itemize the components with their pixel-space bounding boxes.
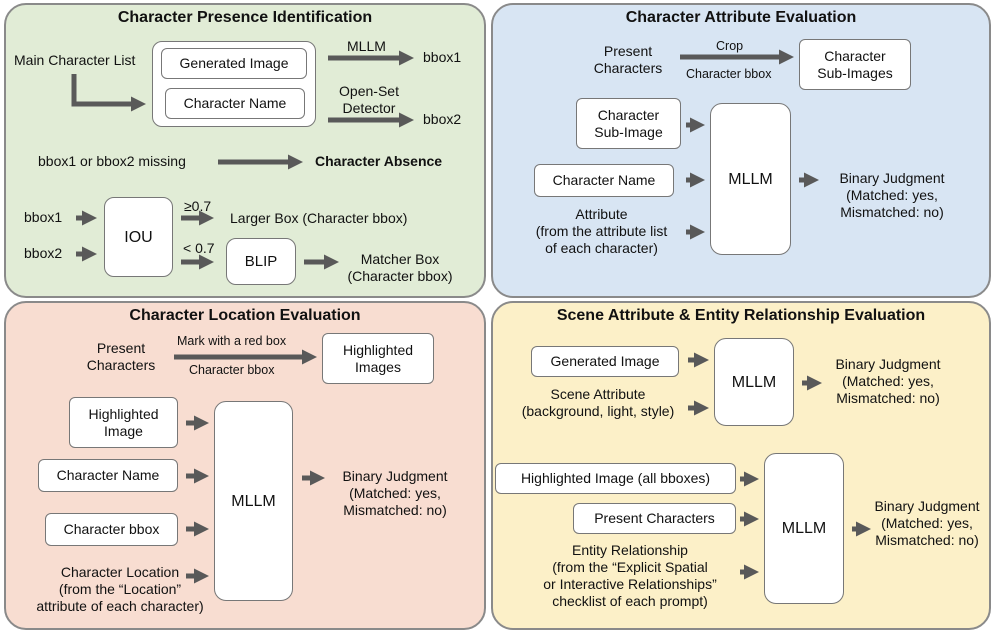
character-bbox-label: Character bbox (686, 67, 772, 81)
panel-title: Character Location Evaluation (129, 307, 361, 324)
matcher-box-label: Matcher Box(Character bbox) (347, 251, 453, 284)
panel-title: Character Attribute Evaluation (625, 9, 857, 26)
bbox2-input: bbox2 (24, 245, 63, 261)
character-name-box: Character Name (165, 88, 305, 119)
missing-label: bbox1 or bbox2 missing (38, 153, 186, 169)
threshold-lt-label: < 0.7 (183, 240, 215, 256)
scene-attribute-label: Scene Attribute(background, light, style… (521, 386, 675, 419)
generated-image-box: Generated Image (531, 346, 679, 377)
panel-title: Character Presence Identification (117, 9, 373, 26)
character-absence-label: Character Absence (315, 153, 443, 169)
threshold-ge-label: ≥0.7 (184, 198, 212, 214)
mllm-box-scene: MLLM (714, 338, 794, 426)
main-character-list-label: Main Character List (14, 52, 136, 68)
highlighted-image-all-box: Highlighted Image (all bboxes) (495, 463, 736, 494)
mllm-box-relationship: MLLM (764, 453, 844, 604)
blip-box: BLIP (226, 238, 296, 285)
bbox1-output: bbox1 (423, 49, 462, 65)
binary-judgment-label: Binary Judgment(Matched: yes,Mismatched:… (342, 468, 448, 518)
mllm-box: MLLM (710, 103, 791, 255)
larger-box-label: Larger Box (Character bbox) (230, 210, 408, 226)
bbox2-output: bbox2 (423, 111, 462, 127)
crop-label: Crop (716, 39, 744, 53)
generated-image-box: Generated Image (161, 48, 307, 79)
binary-judgment-scene: Binary Judgment(Matched: yes,Mismatched:… (835, 356, 941, 406)
character-location-label: Character Location(from the “Location”at… (36, 564, 204, 614)
mllm-label: MLLM (347, 38, 386, 54)
present-characters-box: Present Characters (573, 503, 736, 534)
entity-relationship-label: Entity Relationship(from the “Explicit S… (543, 542, 717, 609)
iou-box: IOU (104, 197, 173, 277)
bbox1-input: bbox1 (24, 209, 63, 225)
binary-judgment-relationship: Binary Judgment(Matched: yes,Mismatched:… (874, 498, 980, 548)
mark-red-box-label: Mark with a red box (177, 334, 287, 348)
character-bbox-box: Character bbox (45, 513, 178, 546)
mllm-box: MLLM (214, 401, 293, 601)
panel-title: Scene Attribute & Entity Relationship Ev… (556, 307, 926, 324)
character-name-box: Character Name (534, 164, 674, 197)
character-bbox-label: Character bbox (189, 363, 275, 377)
character-name-box: Character Name (38, 459, 178, 492)
binary-judgment-label: Binary Judgment(Matched: yes,Mismatched:… (839, 170, 945, 220)
